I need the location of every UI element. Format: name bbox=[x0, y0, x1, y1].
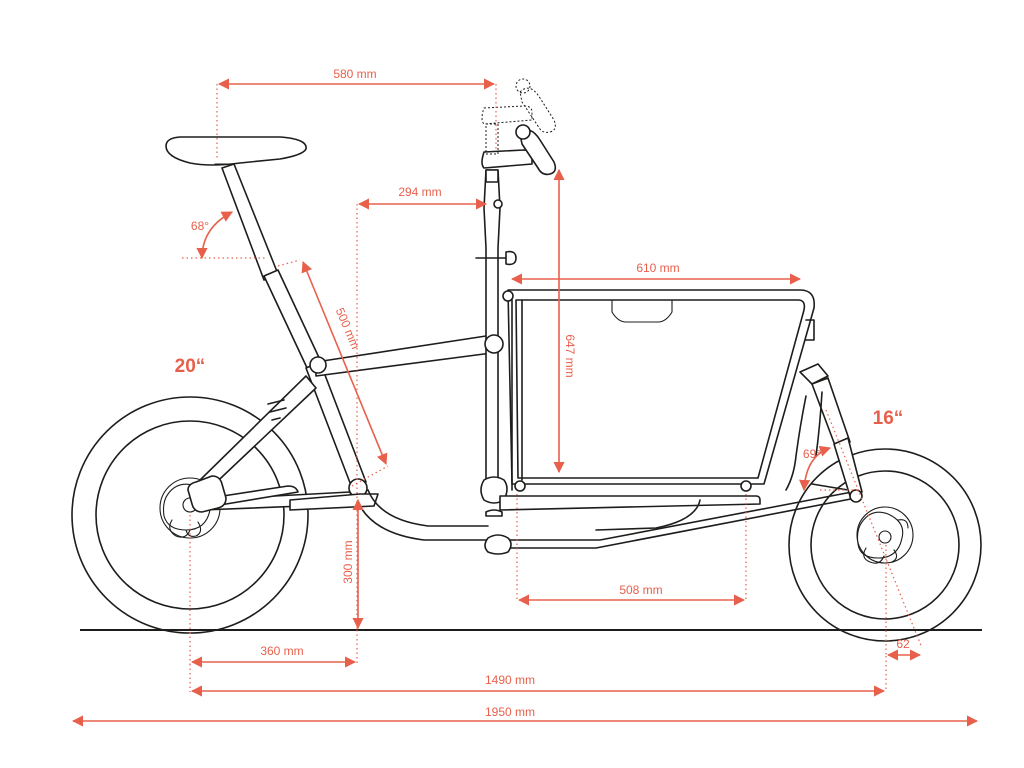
dim-label-647: 647 mm bbox=[563, 334, 577, 377]
dim-label-69deg: 69° bbox=[803, 447, 821, 461]
dim-label-68deg: 68° bbox=[191, 219, 209, 233]
dim-label-294: 294 mm bbox=[398, 185, 441, 199]
dim-label-62: 62 bbox=[896, 637, 910, 651]
front-head-tube bbox=[799, 363, 829, 385]
cargo-platform bbox=[499, 495, 761, 511]
bike-drawing bbox=[71, 78, 982, 642]
dim-arc-69 bbox=[799, 445, 832, 492]
dim-label-1950: 1950 mm bbox=[485, 705, 535, 719]
cargo-box bbox=[502, 289, 816, 492]
dim-label-1490: 1490 mm bbox=[485, 673, 535, 687]
dim-label-580: 580 mm bbox=[333, 67, 376, 81]
handlebar-raised-ghost bbox=[481, 78, 556, 155]
dim-label-360: 360 mm bbox=[260, 644, 303, 658]
front-wheel-size-label: 16“ bbox=[873, 408, 904, 429]
dim-label-300: 300 mm bbox=[341, 540, 355, 583]
front-wheel bbox=[788, 448, 982, 642]
handlebar-stem bbox=[481, 149, 533, 169]
main-frame-tube bbox=[367, 489, 489, 527]
dim-line-500 bbox=[301, 260, 388, 466]
dim-label-508: 508 mm bbox=[619, 583, 662, 597]
dim-label-610: 610 mm bbox=[636, 261, 679, 275]
steering-column bbox=[483, 169, 501, 499]
top-tube bbox=[315, 335, 496, 377]
dim-arc-68 bbox=[196, 211, 233, 260]
seat-tube bbox=[221, 163, 279, 281]
rear-wheel-size-label: 20“ bbox=[175, 356, 206, 377]
saddle bbox=[165, 136, 307, 166]
